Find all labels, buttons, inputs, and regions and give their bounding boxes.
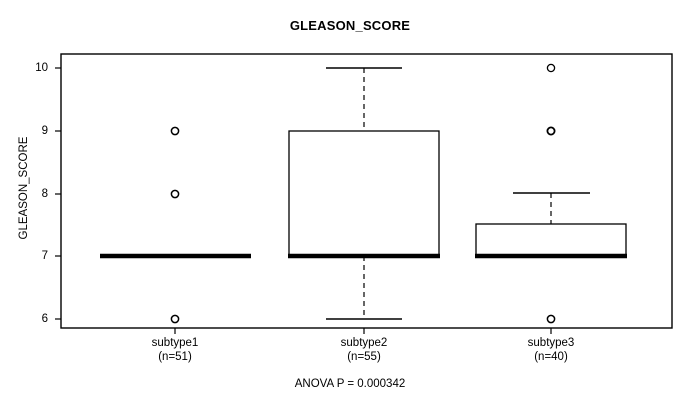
- plot-frame: [60, 53, 673, 329]
- x-tick-count-subtype3: (n=40): [534, 351, 568, 363]
- box-group-subtype2: [288, 67, 440, 320]
- outlier-point-subtype3-9: [546, 126, 556, 136]
- page-title: GLEASON_SCORE: [289, 18, 411, 33]
- x-axis-ticks: [174, 328, 552, 334]
- x-tick-label-subtype2: subtype2 (n=55): [264, 336, 464, 364]
- y-tick-label-6: 6: [41, 313, 48, 325]
- outlier-point-subtype3-10: [546, 63, 556, 73]
- box-group-subtype1: [100, 126, 251, 324]
- x-tick-label-subtype1: subtype1 (n=51): [75, 336, 275, 364]
- x-tick-name-subtype2: subtype2: [340, 337, 388, 349]
- x-tick-name-subtype1: subtype1: [151, 337, 199, 349]
- x-tick-count-subtype1: (n=51): [158, 351, 192, 363]
- x-tick-label-subtype3: subtype3 (n=40): [451, 336, 651, 364]
- box-rect-subtype3: [475, 223, 627, 257]
- y-axis-ticks: [55, 67, 61, 320]
- axes-frame: [60, 53, 673, 329]
- outlier-point-subtype1-8: [170, 189, 180, 199]
- box-group-subtype3: [475, 63, 627, 324]
- y-tick-label-7: 7: [41, 250, 48, 262]
- outlier-point-subtype3-6: [546, 314, 556, 324]
- anova-annotation: ANOVA P = 0.000342: [294, 378, 406, 390]
- box-rect-subtype2: [288, 130, 440, 257]
- x-tick-name-subtype3: subtype3: [527, 337, 575, 349]
- y-tick-label-8: 8: [41, 188, 48, 200]
- x-tick-count-subtype2: (n=55): [347, 351, 381, 363]
- y-tick-label-10: 10: [35, 62, 48, 74]
- outlier-point-subtype1-6: [170, 314, 180, 324]
- y-tick-label-9: 9: [41, 125, 48, 137]
- outlier-point-subtype1-9: [170, 126, 180, 136]
